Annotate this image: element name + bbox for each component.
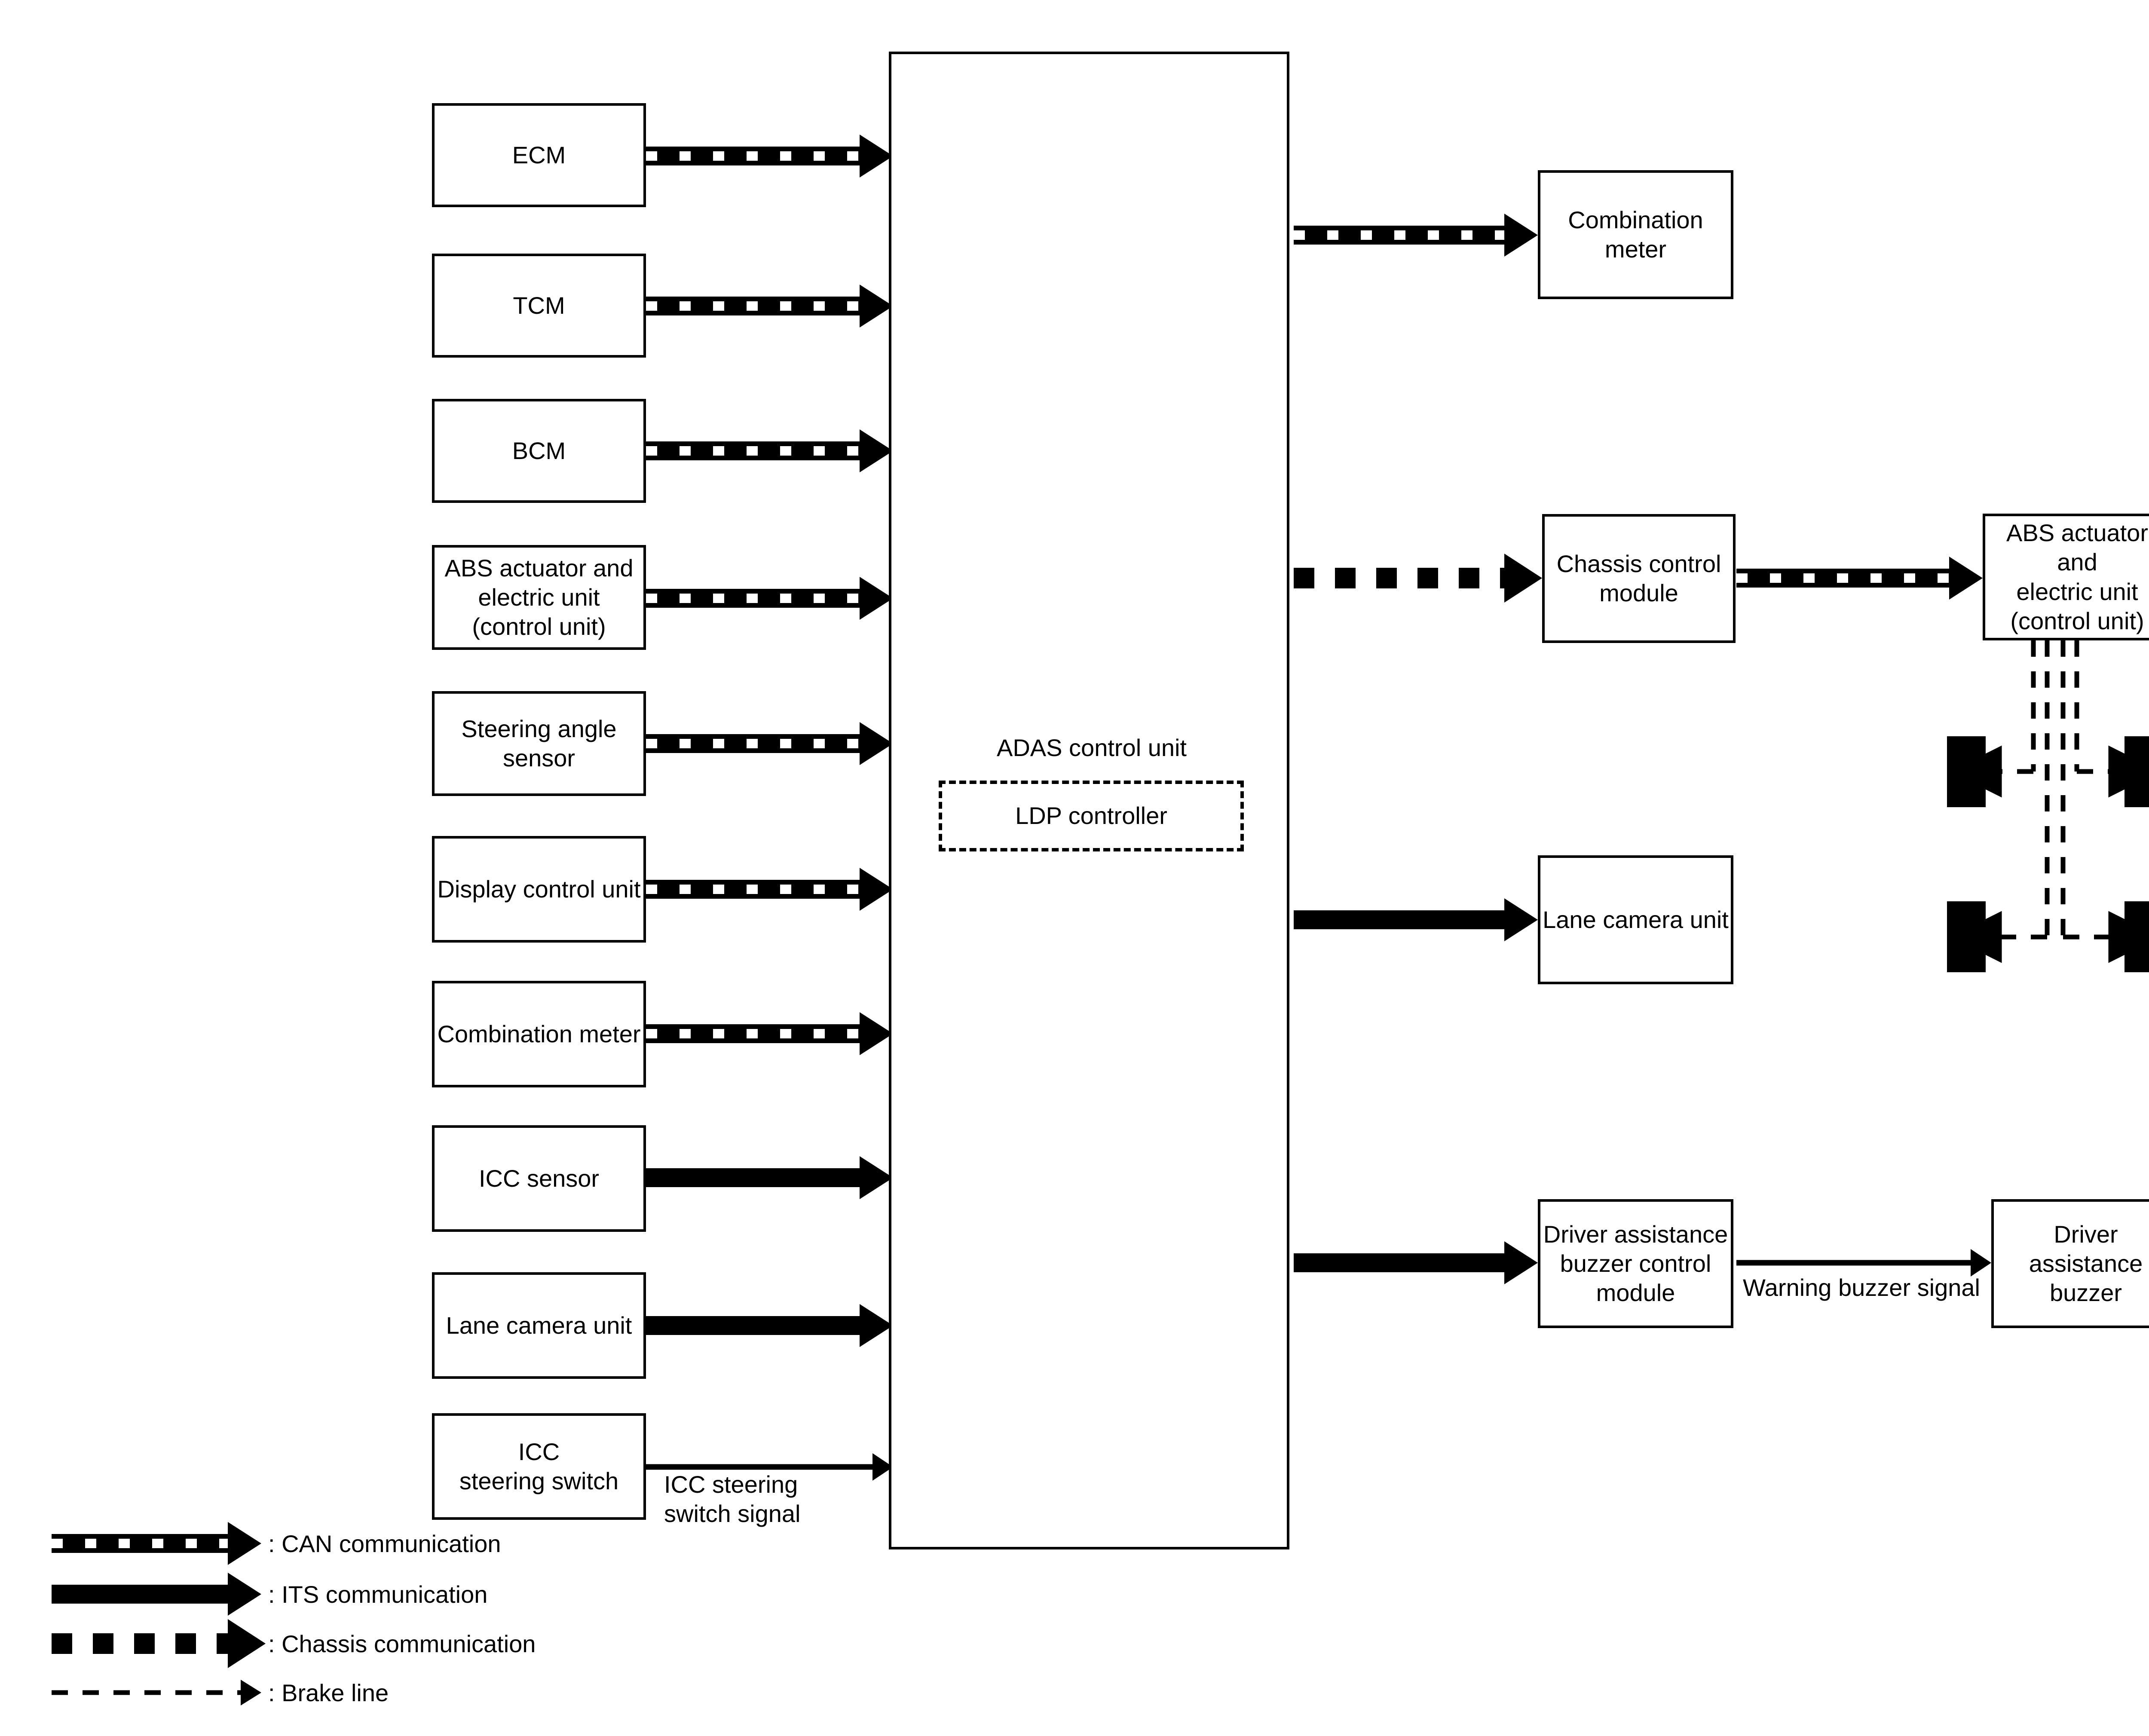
ldp-controller-box[interactable]: LDP controller: [939, 781, 1244, 851]
legend-swatches: [52, 1522, 266, 1705]
lane-camera-unit-output-label: Lane camera unit: [1543, 906, 1729, 933]
icc-steering-switch-label: ICC steering switch: [459, 1438, 619, 1494]
connector-icc-switch-to-adas: [646, 1453, 893, 1481]
driver-assistance-buzzer-box[interactable]: Driver assistance buzzer: [1991, 1199, 2149, 1328]
tcm-box[interactable]: TCM: [432, 254, 646, 358]
buzzer-control-module-box[interactable]: Driver assistance buzzer control module: [1538, 1199, 1733, 1328]
ecm-label: ECM: [512, 141, 566, 168]
legend-swatch-brake: [52, 1680, 261, 1705]
wheel-rear-right-icon: [2125, 901, 2149, 972]
abs-actuator-left-label: ABS actuator and electric unit (control …: [444, 554, 634, 640]
display-control-unit-label: Display control unit: [437, 875, 641, 903]
connector-combination-meter-to-adas: [646, 1012, 893, 1055]
bcm-label: BCM: [512, 437, 566, 464]
legend-swatch-its: [52, 1573, 261, 1616]
lane-camera-unit-input-box[interactable]: Lane camera unit: [432, 1272, 646, 1379]
legend-swatch-can: [52, 1522, 261, 1565]
steering-angle-sensor-label: Steering angle sensor: [461, 715, 617, 772]
can-input-connectors: [646, 135, 893, 1055]
connector-adas-to-combination-meter: [1294, 214, 1538, 257]
steering-angle-sensor-box[interactable]: Steering angle sensor: [432, 691, 646, 796]
connector-lane-camera-to-adas: [646, 1304, 893, 1347]
legend-label-brake: : Brake line: [268, 1679, 389, 1706]
driver-assistance-buzzer-label: Driver assistance buzzer: [2029, 1220, 2143, 1307]
abs-actuator-right-label: ABS actuator and electric unit (control …: [2006, 519, 2148, 634]
connector-bcm-to-adas: [646, 429, 893, 472]
connector-icc-sensor-to-adas: [646, 1156, 893, 1199]
adas-control-unit-label: ADAS control unit: [997, 734, 1187, 761]
abs-actuator-right-box[interactable]: ABS actuator and electric unit (control …: [1983, 514, 2149, 640]
adas-control-unit-box[interactable]: ADAS control unit LDP controller: [889, 52, 1289, 1549]
wheel-front-left-icon: [1947, 736, 1986, 807]
warning-buzzer-signal-label: Warning buzzer signal: [1743, 1274, 1980, 1301]
combination-meter-output-label: Combination meter: [1568, 206, 1703, 263]
connector-ecm-to-adas: [646, 135, 893, 178]
connector-adas-to-chassis-control: [1294, 554, 1542, 603]
bcm-box[interactable]: BCM: [432, 399, 646, 503]
chassis-control-module-box[interactable]: Chassis control module: [1542, 514, 1736, 643]
display-control-unit-box[interactable]: Display control unit: [432, 836, 646, 943]
connector-abs-left-to-adas: [646, 577, 893, 620]
ldp-controller-label: LDP controller: [1015, 802, 1167, 830]
chassis-control-module-label: Chassis control module: [1556, 550, 1721, 606]
icc-steering-switch-box[interactable]: ICC steering switch: [432, 1413, 646, 1520]
lane-camera-unit-output-box[interactable]: Lane camera unit: [1538, 855, 1733, 984]
its-input-connectors: [646, 1156, 893, 1347]
legend-label-its: : ITS communication: [268, 1581, 488, 1608]
ecm-box[interactable]: ECM: [432, 103, 646, 207]
combination-meter-input-box[interactable]: Combination meter: [432, 981, 646, 1087]
buzzer-control-module-label: Driver assistance buzzer control module: [1543, 1220, 1728, 1307]
tcm-label: TCM: [513, 291, 565, 319]
wheel-rear-left-icon: [1947, 901, 1986, 972]
legend-label-chassis: : Chassis communication: [268, 1630, 536, 1657]
connector-steering-angle-to-adas: [646, 722, 893, 765]
icc-sensor-box[interactable]: ICC sensor: [432, 1125, 646, 1232]
icc-sensor-label: ICC sensor: [478, 1164, 600, 1192]
combination-meter-input-label: Combination meter: [437, 1020, 641, 1047]
legend-label-can: : CAN communication: [268, 1530, 501, 1557]
connector-display-control-to-adas: [646, 868, 893, 911]
connector-buzzer-control-to-buzzer: [1736, 1249, 1991, 1277]
connector-adas-to-buzzer-control: [1294, 1241, 1538, 1284]
legend-swatch-chassis: [52, 1619, 266, 1668]
brake-line-network: [1950, 640, 2149, 963]
icc-steering-switch-signal-label: ICC steering switch signal: [664, 1471, 801, 1528]
connector-adas-to-lane-camera: [1294, 898, 1538, 941]
connector-chassis-control-to-abs-right: [1736, 557, 1983, 600]
connector-tcm-to-adas: [646, 285, 893, 328]
wheel-front-right-icon: [2125, 736, 2149, 807]
lane-camera-unit-input-label: Lane camera unit: [446, 1311, 632, 1339]
four-wheels-brake-control-label: 4 wheels brake control (Yaw moment contr…: [2119, 657, 2149, 774]
combination-meter-output-box[interactable]: Combination meter: [1538, 170, 1733, 299]
abs-actuator-left-box[interactable]: ABS actuator and electric unit (control …: [432, 545, 646, 650]
